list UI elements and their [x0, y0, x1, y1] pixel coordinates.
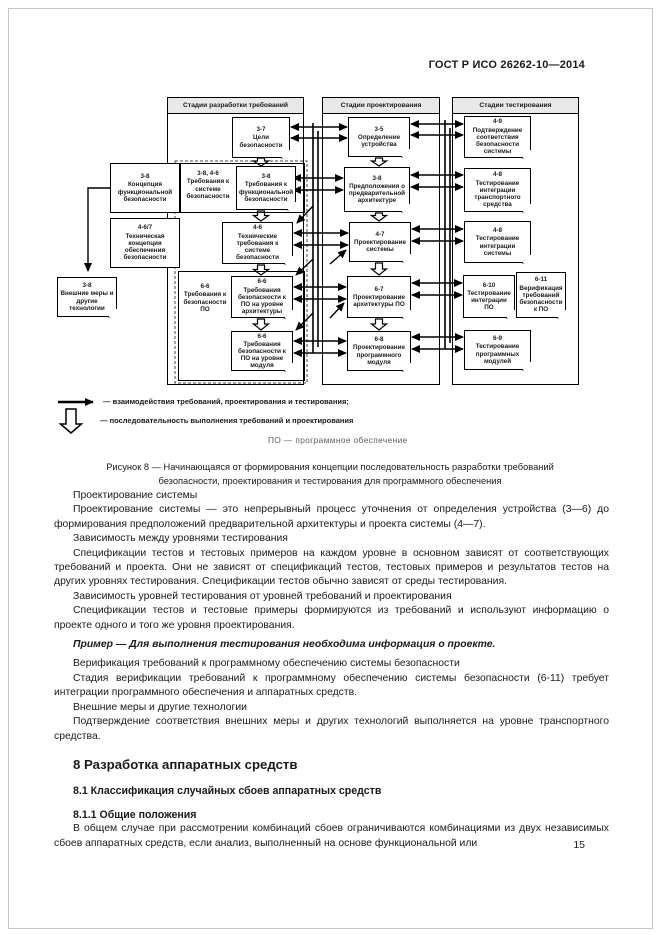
- box-number: 3-8: [140, 173, 150, 181]
- document-code: ГОСТ Р ИСО 26262-10—2014: [428, 59, 585, 71]
- box-number: 6-9: [492, 335, 503, 343]
- group-label: 3-8, 4-6 Требования к системе безопаснос…: [181, 170, 235, 200]
- paragraph: Внешние меры и другие технологии: [73, 701, 247, 713]
- box-number: 6-10: [482, 281, 496, 289]
- section-heading: 8 Разработка аппаратных средств: [73, 756, 298, 772]
- box-sw-unit-testing: 6-9 Тестирование программных модулей: [464, 330, 532, 371]
- group-label: 6-6 Требования к безопасности ПО: [180, 283, 230, 313]
- box-external-measures: 3-8 Внешние меры и другие технологии: [57, 277, 118, 318]
- paragraph: Подтверждение соответствия внешних меры …: [54, 716, 609, 742]
- box-sw-integration-testing: 6-10 Тестирование интеграции ПО: [463, 275, 516, 319]
- column-header: Стадии проектирования: [323, 98, 439, 114]
- box-sw-safety-req-unit: 6-6 Требования безопасности к ПО на уров…: [231, 331, 294, 372]
- figure-caption-line2: безопасности, проектирования и тестирова…: [158, 475, 502, 486]
- example-paragraph: Пример — Для выполнения тестирования нео…: [73, 639, 496, 651]
- box-number: 6-6: [200, 283, 210, 290]
- box-label: Требования к функциональной безопасности: [239, 181, 294, 203]
- box-preliminary-architecture: 3-8 Предположения о предварительной архи…: [344, 167, 411, 213]
- box-label: Концепция функциональной безопасности: [117, 181, 173, 203]
- box-label: Внешние меры и другие технологии: [60, 290, 114, 312]
- box-sw-unit-design: 6-8 Проектирование программного модуля: [347, 331, 412, 372]
- box-system-integration-testing: 4-8 Тестирование интеграции системы: [464, 221, 532, 264]
- box-number: 4-7: [375, 230, 385, 238]
- paragraph: Зависимость уровней тестирования от уров…: [73, 590, 452, 602]
- box-number: 4-8: [492, 171, 503, 179]
- legend-hollow-arrow: — последовательность выполнения требован…: [100, 416, 354, 425]
- box-label: Требования к безопасности ПО: [183, 291, 227, 313]
- box-safety-validation: 4-9 Подтверждение соответствия безопасно…: [464, 116, 532, 159]
- page-border: [8, 8, 653, 929]
- box-label: Технические требования к системе безопас…: [235, 232, 280, 262]
- box-number: 4-8: [492, 227, 503, 235]
- box-label: Проектирование системы: [354, 238, 406, 254]
- box-number: 6-8: [374, 336, 384, 344]
- abbreviation-note: ПО — программное обеспечение: [268, 435, 408, 445]
- box-number: 3-8, 4-6: [197, 170, 219, 177]
- subsection-heading: 8.1 Классификация случайных сбоев аппара…: [73, 785, 382, 798]
- box-number: 6-6: [257, 332, 267, 340]
- box-system-design: 4-7 Проектирование системы: [349, 222, 412, 263]
- box-functional-safety-concept: 3-8 Концепция функциональной безопасност…: [110, 163, 180, 213]
- box-number: 3-8: [82, 282, 92, 290]
- paragraph: Проектирование системы — это непрерывный…: [54, 504, 609, 530]
- figure-caption-line1: Рисунок 8 — Начинающаяся от формирования…: [106, 462, 554, 472]
- box-number: 3-5: [374, 125, 384, 133]
- body-text: Проектирование системы Проектирование си…: [54, 489, 609, 851]
- box-label: Цели безопасности: [239, 134, 283, 149]
- legend-solid-arrow: — взаимодействия требований, проектирова…: [103, 397, 349, 406]
- box-sw-safety-req-verification: 6-11 Верификация требований безопасности…: [516, 272, 567, 319]
- figure-caption: Рисунок 8 — Начинающаяся от формирования…: [40, 461, 620, 488]
- column-header: Стадии тестирования: [453, 98, 578, 114]
- box-number: 4-6/7: [137, 224, 153, 232]
- box-label: Тестирование интеграции транспортного ср…: [474, 179, 521, 209]
- box-label: Предположения о предварительной архитект…: [348, 182, 406, 205]
- box-sw-architecture-design: 6-7 Проектирование архитектуры ПО: [347, 276, 412, 319]
- column-header: Стадии разработки требований: [168, 98, 303, 114]
- box-label: Техническая концепция обеспечения безопа…: [123, 232, 167, 262]
- box-vehicle-integration-testing: 4-8 Тестирование интеграции транспортног…: [464, 168, 532, 213]
- paragraph: Стадия верификации требований к программ…: [54, 672, 609, 699]
- box-technical-safety-requirements: 4-6 Технические требования к системе без…: [222, 222, 294, 265]
- box-number: 6-11: [534, 276, 548, 284]
- subsubsection-heading: 8.1.1 Общие положения: [73, 808, 197, 821]
- box-label: Требования безопасности к ПО на уровне а…: [238, 286, 286, 316]
- box-number: 3-8: [261, 173, 271, 181]
- box-number: 4-6: [252, 224, 263, 232]
- box-label: Тестирование интеграции ПО: [467, 289, 511, 312]
- box-number: 3-7: [256, 126, 266, 134]
- box-safety-goals: 3-7 Цели безопасности: [232, 117, 291, 159]
- paragraph: Проектирование системы: [73, 490, 198, 501]
- box-number: 4-9: [492, 118, 503, 126]
- box-label: Тестирование интеграции системы: [475, 235, 520, 257]
- box-label: Определение устройства: [357, 133, 401, 149]
- box-number: 6-7: [374, 285, 384, 293]
- box-label: Тестирование программных модулей: [475, 343, 520, 365]
- paragraph: Спецификации тестов и тестовых примеров …: [54, 547, 609, 588]
- paragraph: В общем случае при рассмотрении комбинац…: [54, 823, 609, 849]
- paragraph: Спецификации тестов и тестовые примеры ф…: [54, 605, 609, 631]
- box-label: Требования безопасности к ПО на уровне м…: [238, 340, 286, 370]
- box-functional-safety-requirements: 3-8 Требования к функциональной безопасн…: [236, 166, 297, 211]
- box-label: Проектирование архитектуры ПО: [353, 293, 405, 309]
- box-label: Проектирование программного модуля: [353, 344, 405, 366]
- box-item-definition: 3-5 Определение устройства: [348, 117, 411, 158]
- paragraph: Зависимость между уровнями тестирования: [73, 533, 288, 545]
- box-label: Подтверждение соответствия безопасности …: [472, 126, 523, 156]
- box-label: Требования к системе безопасности: [186, 178, 230, 200]
- box-sw-safety-req-architecture: 6-6 Требования безопасности к ПО на уров…: [231, 276, 294, 319]
- box-label: Верификация требований безопасности к ПО: [519, 284, 563, 314]
- box-number: 6-6: [257, 278, 267, 286]
- paragraph: Верификация требований к программному об…: [73, 658, 460, 670]
- page-number: 15: [573, 839, 585, 851]
- box-technical-safety-concept: 4-6/7 Техническая концепция обеспечения …: [110, 218, 180, 268]
- box-number: 3-8: [372, 174, 382, 182]
